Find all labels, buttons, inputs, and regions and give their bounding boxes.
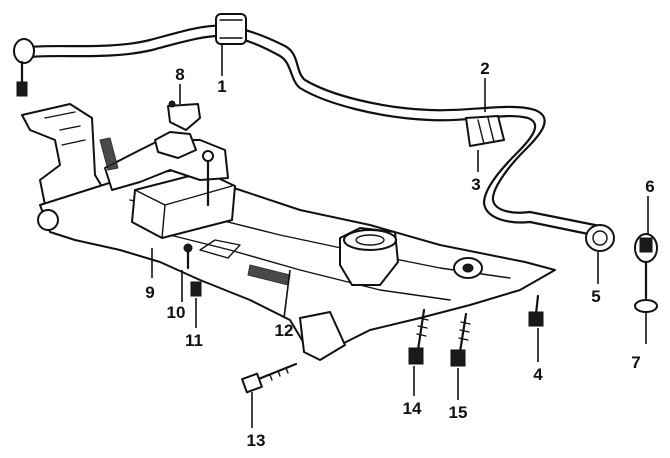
end-link-right xyxy=(634,233,658,313)
end-link-left xyxy=(13,38,35,97)
bushing-1 xyxy=(215,13,247,45)
callout-12: 12 xyxy=(275,321,294,340)
stabilizer-bar xyxy=(28,24,602,238)
leader-12 xyxy=(283,269,291,319)
bolt-15 xyxy=(450,312,471,367)
callout-5: 5 xyxy=(591,287,600,306)
bushing-3 xyxy=(465,115,505,147)
callout-4: 4 xyxy=(533,365,543,384)
bushing-5 xyxy=(585,224,615,252)
callout-7: 7 xyxy=(631,353,640,372)
callout-9: 9 xyxy=(145,283,154,302)
bolt-10 xyxy=(183,243,193,270)
bolt-mount xyxy=(202,150,214,207)
bolt-4 xyxy=(528,294,544,327)
callout-8: 8 xyxy=(175,65,184,84)
subframe xyxy=(21,103,556,361)
callout-15: 15 xyxy=(449,403,468,422)
callout-1: 1 xyxy=(217,77,226,96)
callout-14: 14 xyxy=(403,399,422,418)
bolt-14 xyxy=(408,308,429,365)
bracket-8 xyxy=(167,100,201,131)
callout-3: 3 xyxy=(471,175,480,194)
callout-10: 10 xyxy=(167,303,186,322)
nut-11 xyxy=(190,281,202,297)
bolt-13 xyxy=(241,362,298,394)
callout-11: 11 xyxy=(185,331,203,350)
callout-2: 2 xyxy=(480,59,489,78)
callout-13: 13 xyxy=(247,431,266,450)
callout-6: 6 xyxy=(645,177,654,196)
